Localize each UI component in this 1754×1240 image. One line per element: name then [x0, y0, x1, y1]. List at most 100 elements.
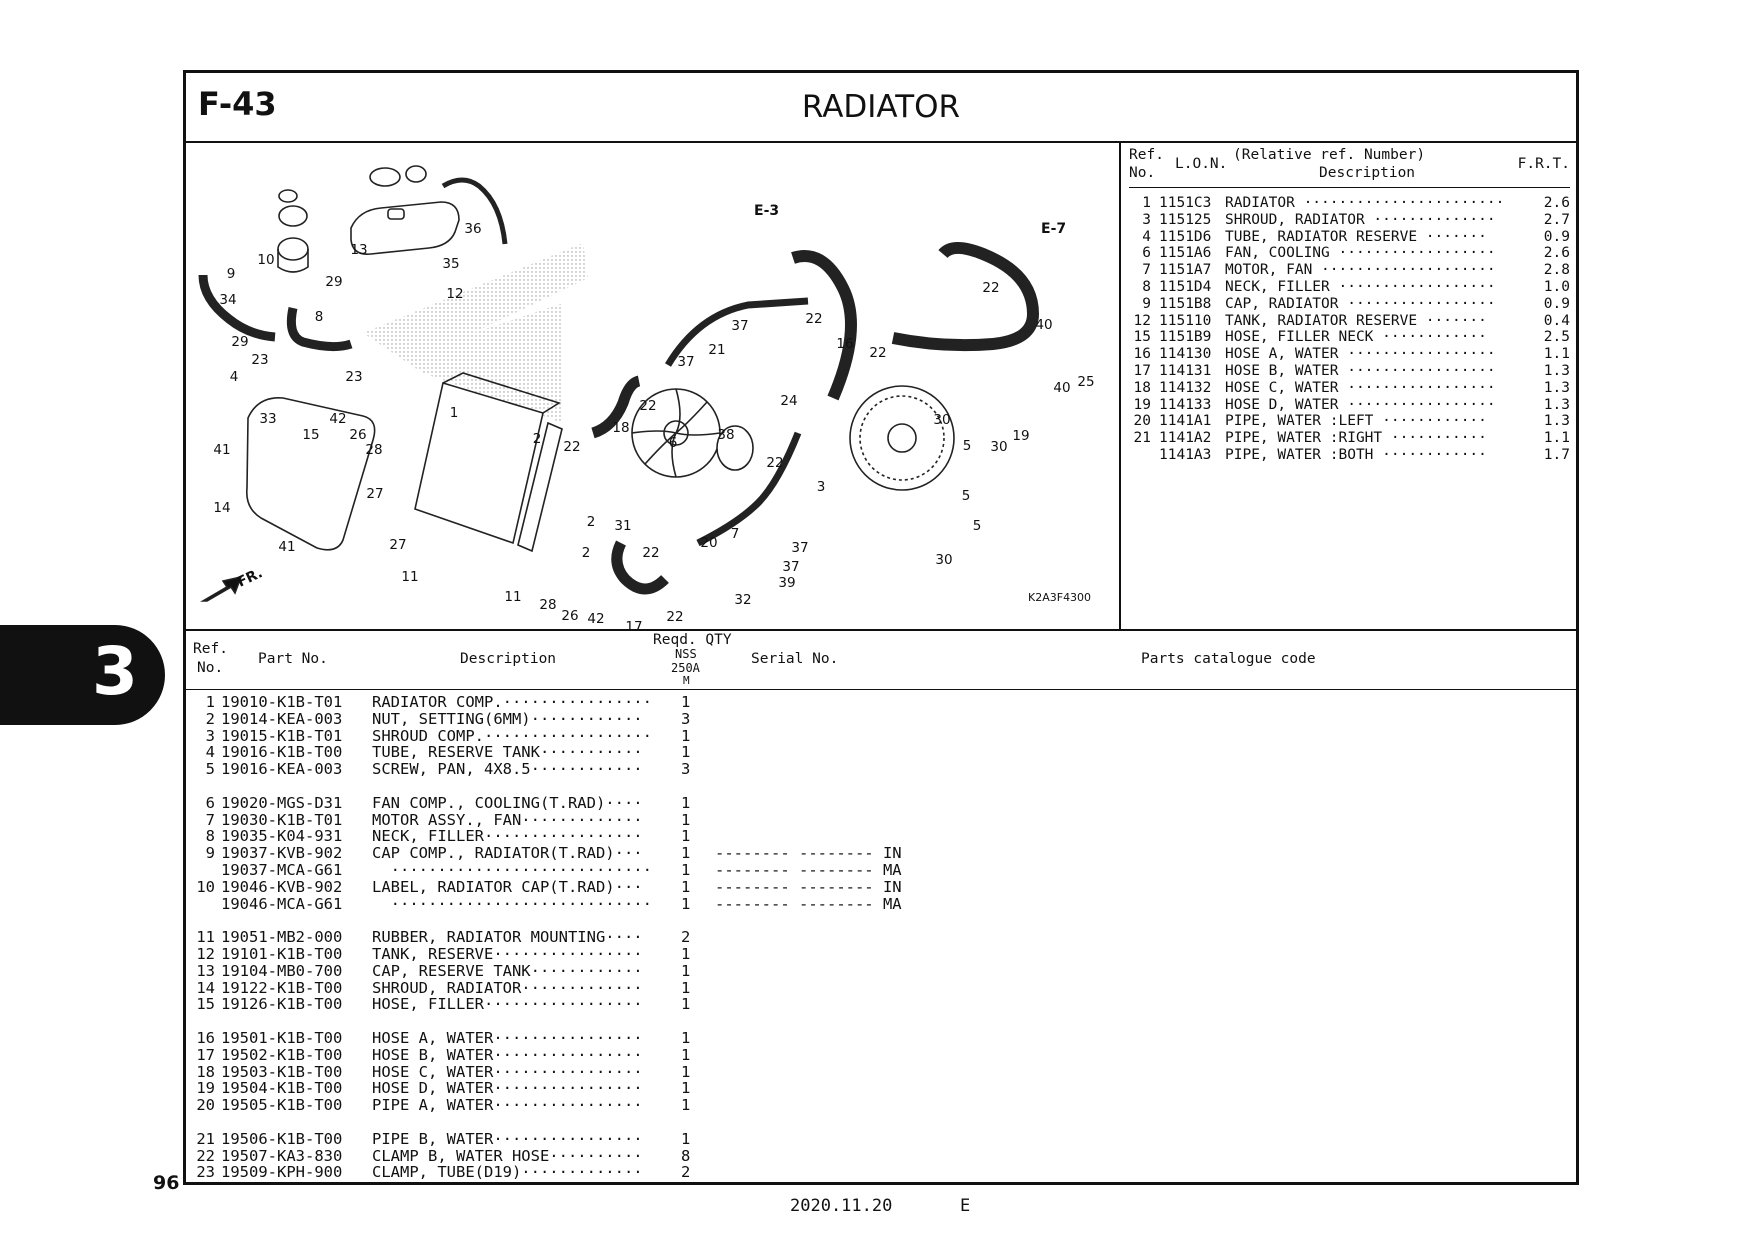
parts-cell-qty: 2 [681, 1163, 691, 1182]
lon-cell-frt: 1.3 [1543, 396, 1570, 413]
callout-label: 41 [278, 539, 295, 555]
callout-label: 9 [227, 266, 236, 282]
lon-cell-frt: 1.7 [1543, 447, 1570, 463]
parts-cell-serial: -------- -------- MA [715, 861, 902, 879]
callout-label: 22 [563, 439, 580, 455]
callout-label: 32 [734, 592, 751, 608]
callout-label: 22 [639, 398, 656, 414]
parts-cell-ref: 19 [196, 1079, 215, 1098]
parts-cell-ref: 1 [205, 693, 215, 711]
lon-cell-desc: TUBE, RADIATOR RESERVE ······· [1225, 228, 1487, 245]
callout-label: 29 [231, 334, 248, 350]
callout-label: 19 [1012, 428, 1029, 444]
callout-label: 22 [666, 609, 683, 625]
lon-cell-lon: 1151D4 [1159, 279, 1212, 295]
lon-cell-desc: TANK, RADIATOR RESERVE ······· [1225, 312, 1487, 329]
callout-label: 27 [389, 537, 406, 553]
lon-cell-ref: 20 [1133, 413, 1151, 430]
lon-cell-desc: FAN, COOLING ·················· [1225, 245, 1496, 262]
parts-cell-desc: RUBBER, RADIATOR MOUNTING···· [372, 928, 643, 947]
lon-cell-lon: 1141A1 [1159, 413, 1212, 430]
lon-cell-lon: 114133 [1159, 396, 1212, 413]
lon-cell-lon: 114132 [1159, 379, 1212, 396]
parts-cell-qty: 1 [681, 743, 691, 762]
callout-label: 33 [259, 411, 276, 427]
lon-cell-frt: 1.0 [1543, 279, 1570, 295]
parts-table-row: 11 19051-MB2-000 RUBBER, RADIATOR MOUNTING… [186, 928, 1576, 947]
callout-label: 1 [450, 405, 459, 421]
parts-cell-ref: 16 [196, 1029, 215, 1047]
parts-cell-part: 19101-K1B-T00 [221, 945, 343, 963]
parts-cell-part: 19046-KVB-902 [221, 877, 343, 896]
lon-cell-lon: 1151B9 [1159, 329, 1212, 346]
parts-cell-qty: 1 [681, 1045, 691, 1064]
lon-table-header: Ref. No. L.O.N. (Relative ref. Number) D… [1129, 147, 1570, 188]
lon-cell-frt: 1.3 [1543, 379, 1570, 396]
parts-cell-part: 19051-MB2-000 [221, 928, 343, 947]
parts-cell-part: 19509-KPH-900 [221, 1163, 343, 1182]
parts-cell-qty: 1 [681, 978, 691, 997]
lon-cell-lon: 115125 [1159, 211, 1212, 228]
parts-cell-desc: ···························· [372, 894, 652, 913]
callout-label: 2 [587, 514, 596, 530]
parts-table-row: 19046-MCA-G61 ··························… [186, 894, 1576, 913]
parts-cell-desc: NECK, FILLER················· [372, 827, 643, 846]
lon-desc-header: Description [1319, 165, 1416, 181]
lon-cell-ref: 15 [1133, 329, 1151, 346]
parts-cell-qty: 1 [681, 1096, 691, 1115]
footer-date: 2020.11.20 [790, 1196, 893, 1216]
lon-ref-header: Ref. [1129, 147, 1164, 163]
ref-e7-label: E-7 [1041, 221, 1066, 237]
callout-label: 15 [302, 427, 319, 443]
parts-m-header: M [683, 674, 690, 687]
parts-cell-ref: 4 [205, 743, 215, 762]
parts-cell-ref: 9 [205, 844, 215, 863]
front-direction-label: FR. [235, 565, 265, 590]
parts-cell-desc: HOSE D, WATER················ [372, 1079, 643, 1098]
parts-cell-desc: RADIATOR COMP.················ [372, 693, 652, 711]
parts-cell-desc: SHROUD COMP.·················· [372, 726, 652, 745]
callout-label: 40 [1035, 317, 1052, 333]
lon-cell-desc: PIPE, WATER :BOTH ············ [1225, 447, 1487, 463]
parts-cell-qty: 1 [681, 844, 691, 863]
parts-cell-desc: CLAMP, TUBE(D19)············· [372, 1163, 643, 1182]
section-code: F-43 [198, 85, 277, 123]
lon-cell-ref: 19 [1133, 396, 1151, 413]
callout-label: 38 [717, 427, 734, 443]
parts-cell-qty: 1 [681, 894, 691, 913]
callout-label: 41 [213, 442, 230, 458]
parts-cell-part: 19122-K1B-T00 [221, 978, 343, 997]
lon-cell-frt: 1.1 [1543, 346, 1570, 363]
lon-cell-desc: RADIATOR ······················· [1225, 195, 1505, 211]
callout-label: 14 [213, 500, 230, 516]
callout-label: 17 [625, 619, 642, 629]
parts-cell-part: 19020-MGS-D31 [221, 793, 343, 812]
parts-cell-qty: 1 [681, 995, 691, 1014]
parts-cell-part: 19504-K1B-T00 [221, 1079, 343, 1098]
parts-cell-ref: 11 [196, 928, 215, 947]
page-title: RADIATOR [801, 89, 961, 125]
parts-cell-serial: -------- -------- IN [715, 877, 902, 896]
parts-cell-ref: 3 [205, 726, 215, 745]
callout-label: 26 [561, 608, 578, 624]
parts-cell-desc: HOSE, FILLER················· [372, 995, 643, 1014]
parts-cell-part: 19030-K1B-T01 [221, 810, 343, 829]
callout-label: 42 [329, 411, 346, 427]
callout-label: 37 [677, 354, 694, 370]
parts-cell-qty: 1 [681, 726, 691, 745]
parts-cell-part: 19015-K1B-T01 [221, 726, 343, 745]
lon-cell-frt: 1.3 [1543, 413, 1570, 430]
lon-cell-lon: 115110 [1159, 312, 1212, 329]
parts-cell-ref: 21 [196, 1129, 215, 1148]
lon-cell-desc: PIPE, WATER :RIGHT ··········· [1225, 430, 1487, 447]
page-header: F-43 RADIATOR [186, 73, 1576, 143]
